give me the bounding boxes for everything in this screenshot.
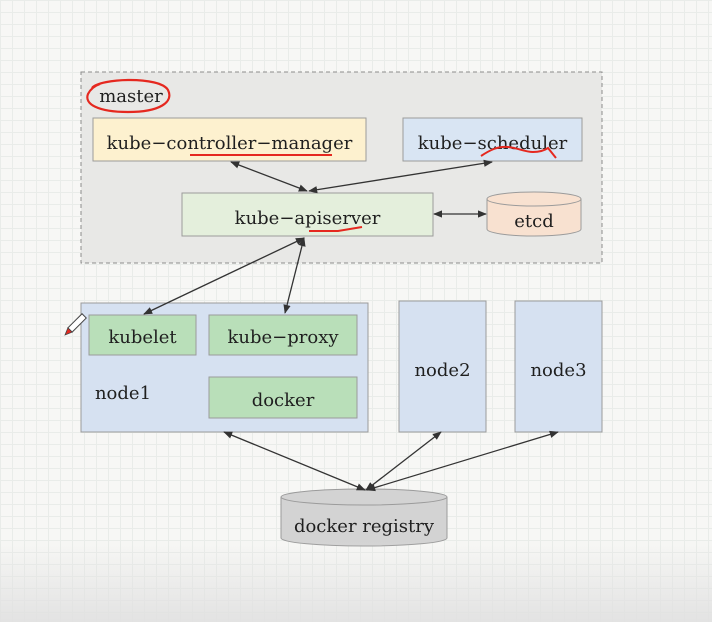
arrow-apiserver-kube-proxy (283, 237, 306, 314)
docker-registry-label: docker registry (294, 516, 435, 537)
apiserver-underline (309, 226, 363, 232)
etcd-label: etcd (514, 211, 554, 232)
arrow-node2-registry (365, 431, 442, 491)
apiserver-label: kube−apiserver (235, 208, 381, 229)
master-annotation-circle (86, 78, 171, 114)
arrow-controller-apiserver (230, 161, 308, 192)
connectors (143, 159, 559, 492)
node3-label: node3 (530, 360, 586, 381)
controller-manager-label: kube−controller−manager (107, 133, 353, 154)
kube-proxy-box (208, 314, 358, 356)
apiserver-box: kube−apiserver (181, 192, 434, 237)
scheduler-label: kube−scheduler (418, 133, 568, 154)
kubelet-box (88, 314, 197, 356)
controller-manager-box: kube−controller−manager (92, 117, 367, 162)
scheduler-box: kube−scheduler (402, 117, 583, 162)
docker-registry-cylinder: docker registry (280, 488, 448, 547)
arrow-scheduler-apiserver (308, 159, 493, 194)
node2-label: node2 (414, 360, 470, 381)
master-label: master (99, 86, 163, 107)
node3-box: node3 (514, 300, 603, 433)
docker-label: docker (252, 390, 315, 411)
node1-label: node1 (95, 383, 151, 404)
arrow-apiserver-kubelet (143, 237, 305, 315)
pen-cursor-icon (64, 313, 87, 336)
arrow-node1-registry (223, 431, 366, 491)
kubelet-label: kubelet (108, 327, 177, 348)
node1-box: node1 kubelet kube−proxy docker (80, 302, 369, 433)
kube-proxy-label: kube−proxy (227, 327, 339, 348)
scheduler-underline (480, 145, 557, 159)
arrow-node3-registry (366, 430, 559, 492)
docker-box (208, 376, 358, 419)
node2-box: node2 (398, 300, 487, 433)
etcd-cylinder: etcd (486, 191, 582, 237)
